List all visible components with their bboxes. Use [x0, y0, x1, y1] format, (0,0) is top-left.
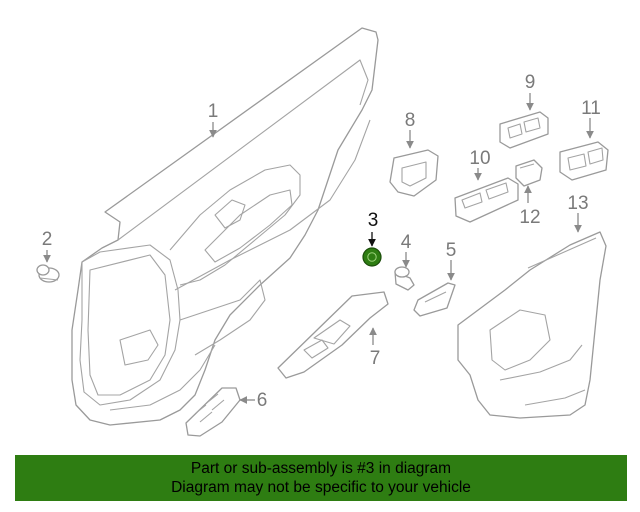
callout-7: 7 [370, 348, 381, 369]
callout-1: 1 [208, 101, 219, 122]
callout-2: 2 [42, 229, 53, 250]
part-7-switch-panel [277, 291, 389, 379]
callout-9: 9 [525, 72, 536, 93]
callout-10: 10 [469, 148, 490, 169]
part-13-rear-trim [457, 231, 607, 419]
callout-3: 3 [368, 210, 379, 231]
part-4-screw [394, 266, 415, 291]
part-9-switch [499, 111, 549, 149]
callout-12: 12 [519, 207, 540, 228]
part-10-master-switch [454, 177, 519, 223]
part-11-switch-assy [559, 141, 609, 181]
banner-line-1: Part or sub-assembly is #3 in diagram [190, 460, 452, 477]
callout-8: 8 [405, 110, 416, 131]
part-3-cap-highlighted [362, 247, 382, 267]
info-banner: Part or sub-assembly is #3 in diagram Di… [15, 455, 627, 501]
leader-lines [43, 93, 594, 404]
callout-13: 13 [567, 193, 588, 214]
part-6-switch-base [185, 387, 241, 437]
part-2-clip [36, 264, 60, 283]
part-8-bezel [389, 149, 439, 197]
callout-5: 5 [446, 240, 457, 261]
callout-4: 4 [401, 232, 412, 253]
part-12-small-switch [515, 159, 543, 187]
part-1-door-trim [71, 27, 379, 426]
part-5-bracket [413, 282, 456, 317]
callout-11: 11 [581, 98, 601, 119]
callout-6: 6 [257, 390, 268, 411]
parts-diagram: 1 2 3 4 5 6 7 8 9 10 11 12 13 [36, 27, 609, 437]
banner-line-2: Diagram may not be specific to your vehi… [171, 479, 471, 496]
